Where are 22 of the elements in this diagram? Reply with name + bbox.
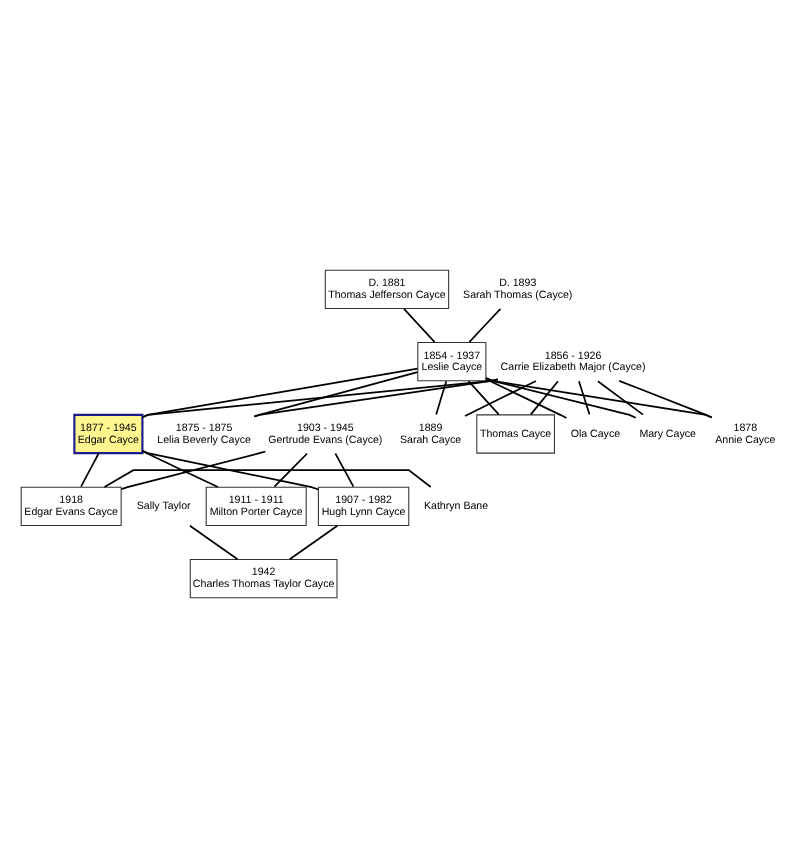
connector: [485, 377, 713, 419]
connector: [189, 524, 239, 561]
connector: [141, 449, 320, 491]
connector: [618, 380, 713, 419]
connector: [597, 380, 644, 416]
connector: [468, 308, 502, 343]
connector: [403, 308, 436, 343]
connector: [273, 452, 308, 488]
connector: [435, 380, 448, 416]
connector: [578, 380, 591, 416]
connector: [80, 452, 100, 488]
connector: [529, 380, 559, 416]
connector: [141, 378, 499, 419]
connector: [253, 378, 499, 418]
connector: [467, 380, 500, 416]
connector: [141, 450, 219, 488]
connector: [485, 377, 637, 419]
connector: [485, 378, 568, 419]
connector: [120, 450, 267, 490]
connector: [103, 469, 432, 488]
connector: [464, 380, 537, 417]
connector: [334, 452, 355, 488]
